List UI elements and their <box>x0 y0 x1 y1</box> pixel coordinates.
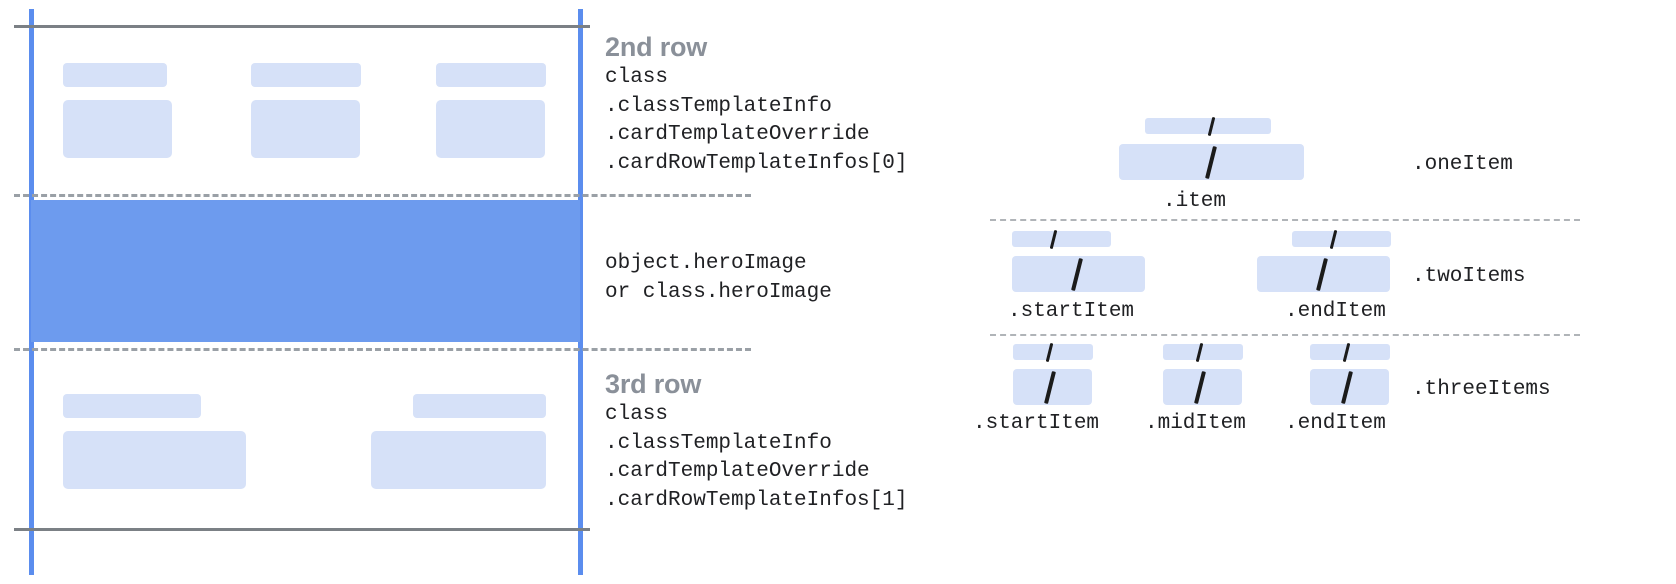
second-row-cell-3-label-placeholder <box>436 63 546 87</box>
second-row-code-line-2: .classTemplateInfo <box>605 94 832 118</box>
two-items-start-item: .startItem <box>960 0 1260 330</box>
three-items-mid-item: .midItem <box>960 0 1360 450</box>
hero-image-annotation: object.heroImage or class.heroImage <box>605 250 832 307</box>
variant-separator-1 <box>990 219 1580 221</box>
one-item-label-bar <box>1145 118 1271 134</box>
second-row-title: 2nd row <box>605 32 708 62</box>
two-items-end-label-bar <box>1292 231 1391 247</box>
third-row-annotation: 3rd row class .classTemplateInfo .cardTe… <box>605 367 907 515</box>
second-row-annotation: 2nd row class .classTemplateInfo .cardTe… <box>605 30 907 178</box>
third-row-code-line-1: class <box>605 403 669 426</box>
two-items-variant: .startItem .endItem .twoItems <box>960 0 1676 330</box>
three-items-start-item-label: .startItem <box>973 412 1100 435</box>
three-items-mid-label-bar <box>1163 344 1243 360</box>
third-row-cell-1-value-placeholder <box>63 431 246 489</box>
third-row-cells <box>0 0 600 584</box>
third-row-cell-1-label-placeholder <box>63 394 201 418</box>
second-row-cell-3-value-placeholder <box>436 100 545 158</box>
card-right-guide-line <box>578 9 583 575</box>
one-item-variant: .item .oneItem <box>960 0 1676 215</box>
hero-image-band <box>31 200 580 342</box>
two-items-start-label-bar <box>1012 231 1111 247</box>
second-row-code-line-1: class <box>605 66 669 89</box>
row-separator-above-hero <box>14 194 751 197</box>
two-items-end-item: .endItem <box>960 0 1460 330</box>
card-preview-panel <box>0 0 751 584</box>
third-row-code-line-3: .cardTemplateOverride <box>605 460 870 483</box>
third-row-cell-2-label-placeholder <box>413 394 546 418</box>
third-row-code-line-2: .classTemplateInfo <box>605 431 832 455</box>
three-items-end-item-label: .endItem <box>1285 412 1386 435</box>
one-item-item-label: .item <box>1163 190 1227 213</box>
third-row-title: 3rd row <box>605 369 702 399</box>
second-row-cell-1-label-placeholder <box>63 63 167 87</box>
hero-code-line-2: or class.heroImage <box>605 280 832 304</box>
row-item-variants-panel: .item .oneItem .startItem .endItem .twoI… <box>960 0 1676 584</box>
card-top-edge <box>14 25 590 28</box>
three-items-end-label-bar <box>1310 344 1390 360</box>
variant-separator-2 <box>990 334 1580 336</box>
two-items-variant-label: .twoItems <box>1412 265 1526 288</box>
third-row-code-line-4: .cardRowTemplateInfos[1] <box>605 488 908 512</box>
three-items-variant-label: .threeItems <box>1412 378 1551 401</box>
three-items-variant: .startItem .midItem .endItem .threeItems <box>960 0 1676 450</box>
hero-code-line-1: object.heroImage <box>605 252 807 275</box>
row-separator-below-hero <box>14 348 751 351</box>
second-row-code-line-4: .cardRowTemplateInfos[0] <box>605 151 908 175</box>
two-items-end-item-label: .endItem <box>1285 300 1386 323</box>
second-row-cells <box>0 0 600 200</box>
one-item-variant-label: .oneItem <box>1412 153 1513 176</box>
three-items-mid-item-label: .midItem <box>1145 412 1246 435</box>
third-row-cell-2-value-placeholder <box>371 431 546 489</box>
two-items-start-item-label: .startItem <box>1008 300 1135 323</box>
three-items-start-label-bar <box>1013 344 1093 360</box>
three-items-end-item: .endItem <box>960 0 1460 450</box>
second-row-cell-2-value-placeholder <box>251 100 360 158</box>
three-items-start-item: .startItem <box>960 0 1210 450</box>
one-item-item: .item <box>960 0 1360 213</box>
card-bottom-edge <box>14 528 590 531</box>
second-row-cell-1-value-placeholder <box>63 100 172 158</box>
second-row-cell-2-label-placeholder <box>251 63 361 87</box>
second-row-code-line-3: .cardTemplateOverride <box>605 123 870 146</box>
